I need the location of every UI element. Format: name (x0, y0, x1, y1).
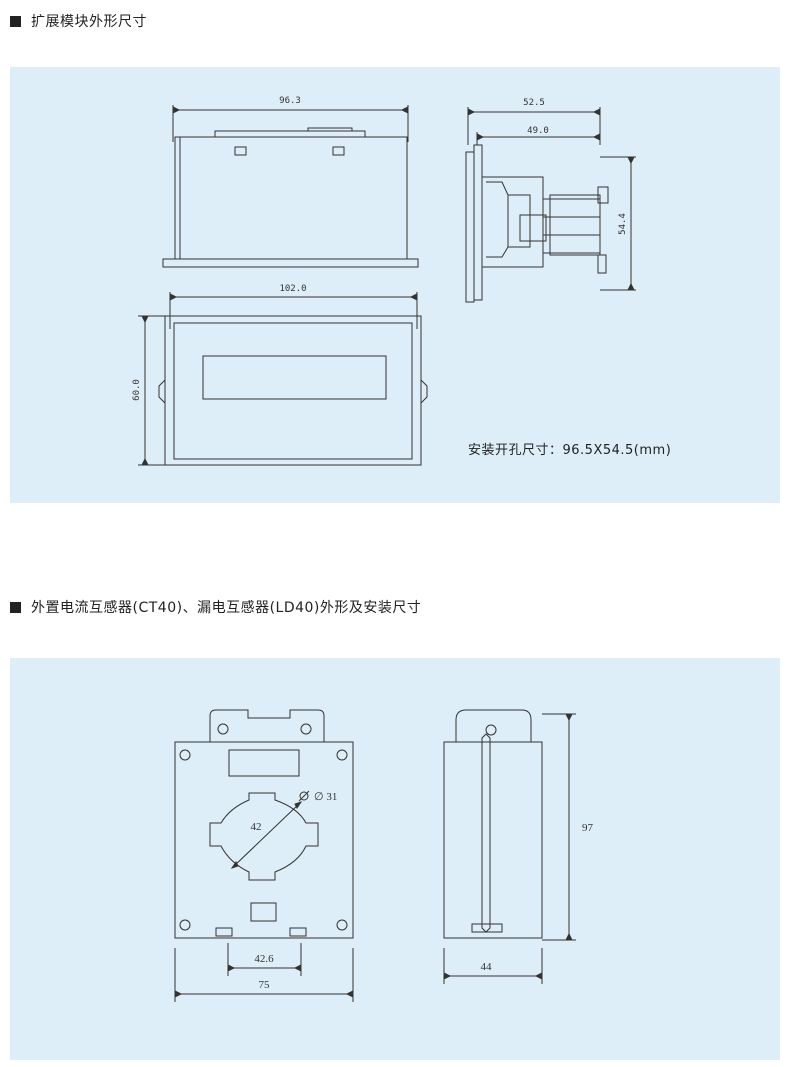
dim-window: 42 (251, 821, 262, 833)
front-view (138, 292, 428, 466)
dim-side-inner: 49.0 (527, 126, 549, 136)
expansion-module-drawing-panel: 96.3 52.5 49.0 54.4 102.0 60.0 安装开孔尺寸：96… (10, 67, 780, 503)
dim-top-width: 96.3 (279, 96, 301, 106)
dim-side-width: 44 (481, 961, 493, 973)
dim-front-width: 102.0 (279, 284, 306, 294)
dim-height: 97 (582, 822, 594, 834)
ct-front-view (174, 709, 354, 1002)
cutout-dimension-note: 安装开孔尺寸：96.5X54.5(mm) (468, 443, 672, 458)
dim-front-height: 60.0 (132, 379, 142, 401)
ct-side-view (443, 709, 576, 984)
top-view (162, 105, 419, 268)
dim-diameter: ∅ 31 (314, 791, 337, 803)
dim-side-height: 54.4 (618, 213, 628, 235)
section-heading-current-transformer: 外置电流互感器(CT40)、漏电互感器(LD40)外形及安装尺寸 (10, 597, 421, 617)
dim-front-width: 75 (259, 979, 271, 991)
bullet-square-icon (10, 601, 21, 613)
bullet-square-icon (10, 15, 21, 27)
section-title: 扩展模块外形尺寸 (31, 14, 147, 30)
dim-side-outer: 52.5 (523, 98, 545, 108)
expansion-module-drawing: 96.3 52.5 49.0 54.4 102.0 60.0 (132, 96, 636, 466)
side-view (465, 107, 636, 303)
transformer-drawing-panel: ∅ 31 42 42.6 75 44 97 (10, 658, 780, 1060)
section-heading-expansion-module: 扩展模块外形尺寸 (10, 11, 147, 31)
dim-hole-spacing: 42.6 (254, 953, 274, 965)
transformer-drawing: ∅ 31 42 42.6 75 44 97 (174, 709, 594, 1002)
section-title: 外置电流互感器(CT40)、漏电互感器(LD40)外形及安装尺寸 (31, 600, 422, 616)
